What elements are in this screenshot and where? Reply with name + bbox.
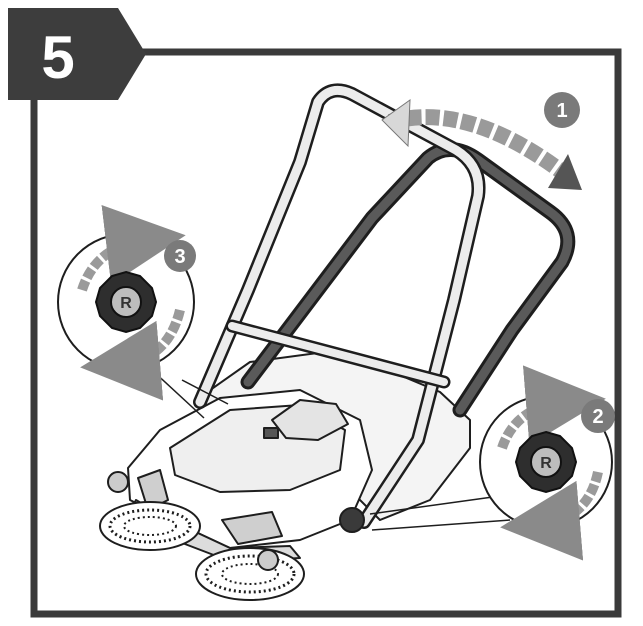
step-badge: 5 [8, 8, 146, 100]
sweeper-front-left-headlight [137, 469, 169, 511]
front-wheel-left [107, 471, 129, 493]
sweeper-front-right-headlight [221, 511, 283, 545]
right-side-brush [195, 547, 305, 601]
detail-right-knob: R [369, 365, 613, 561]
callout-3: 3 [164, 240, 196, 272]
left-knob: R [94, 270, 158, 334]
handle-pivot-knob [339, 507, 365, 533]
rotate-arrow-head-right [548, 154, 582, 190]
step-number: 5 [41, 24, 74, 91]
svg-text:1: 1 [556, 100, 567, 122]
callout-1: 1 [544, 92, 580, 128]
rotate-arrow-head-left [381, 98, 411, 148]
left-side-brush [99, 501, 201, 551]
callout-2: 2 [581, 399, 615, 433]
detail-left-knob: R [57, 205, 229, 419]
svg-text:R: R [120, 295, 132, 312]
handle-dark [240, 142, 576, 418]
sweeper-latch [263, 427, 279, 439]
svg-text:R: R [540, 455, 552, 472]
svg-text:3: 3 [174, 246, 185, 268]
rotate-handle-arrow [381, 98, 582, 190]
sweeper-hopper-lid [271, 399, 349, 441]
front-wheel-right [257, 549, 279, 571]
panel-frame [30, 48, 622, 618]
svg-text:2: 2 [592, 406, 603, 428]
right-knob: R [514, 430, 578, 494]
sweeper [99, 349, 471, 601]
